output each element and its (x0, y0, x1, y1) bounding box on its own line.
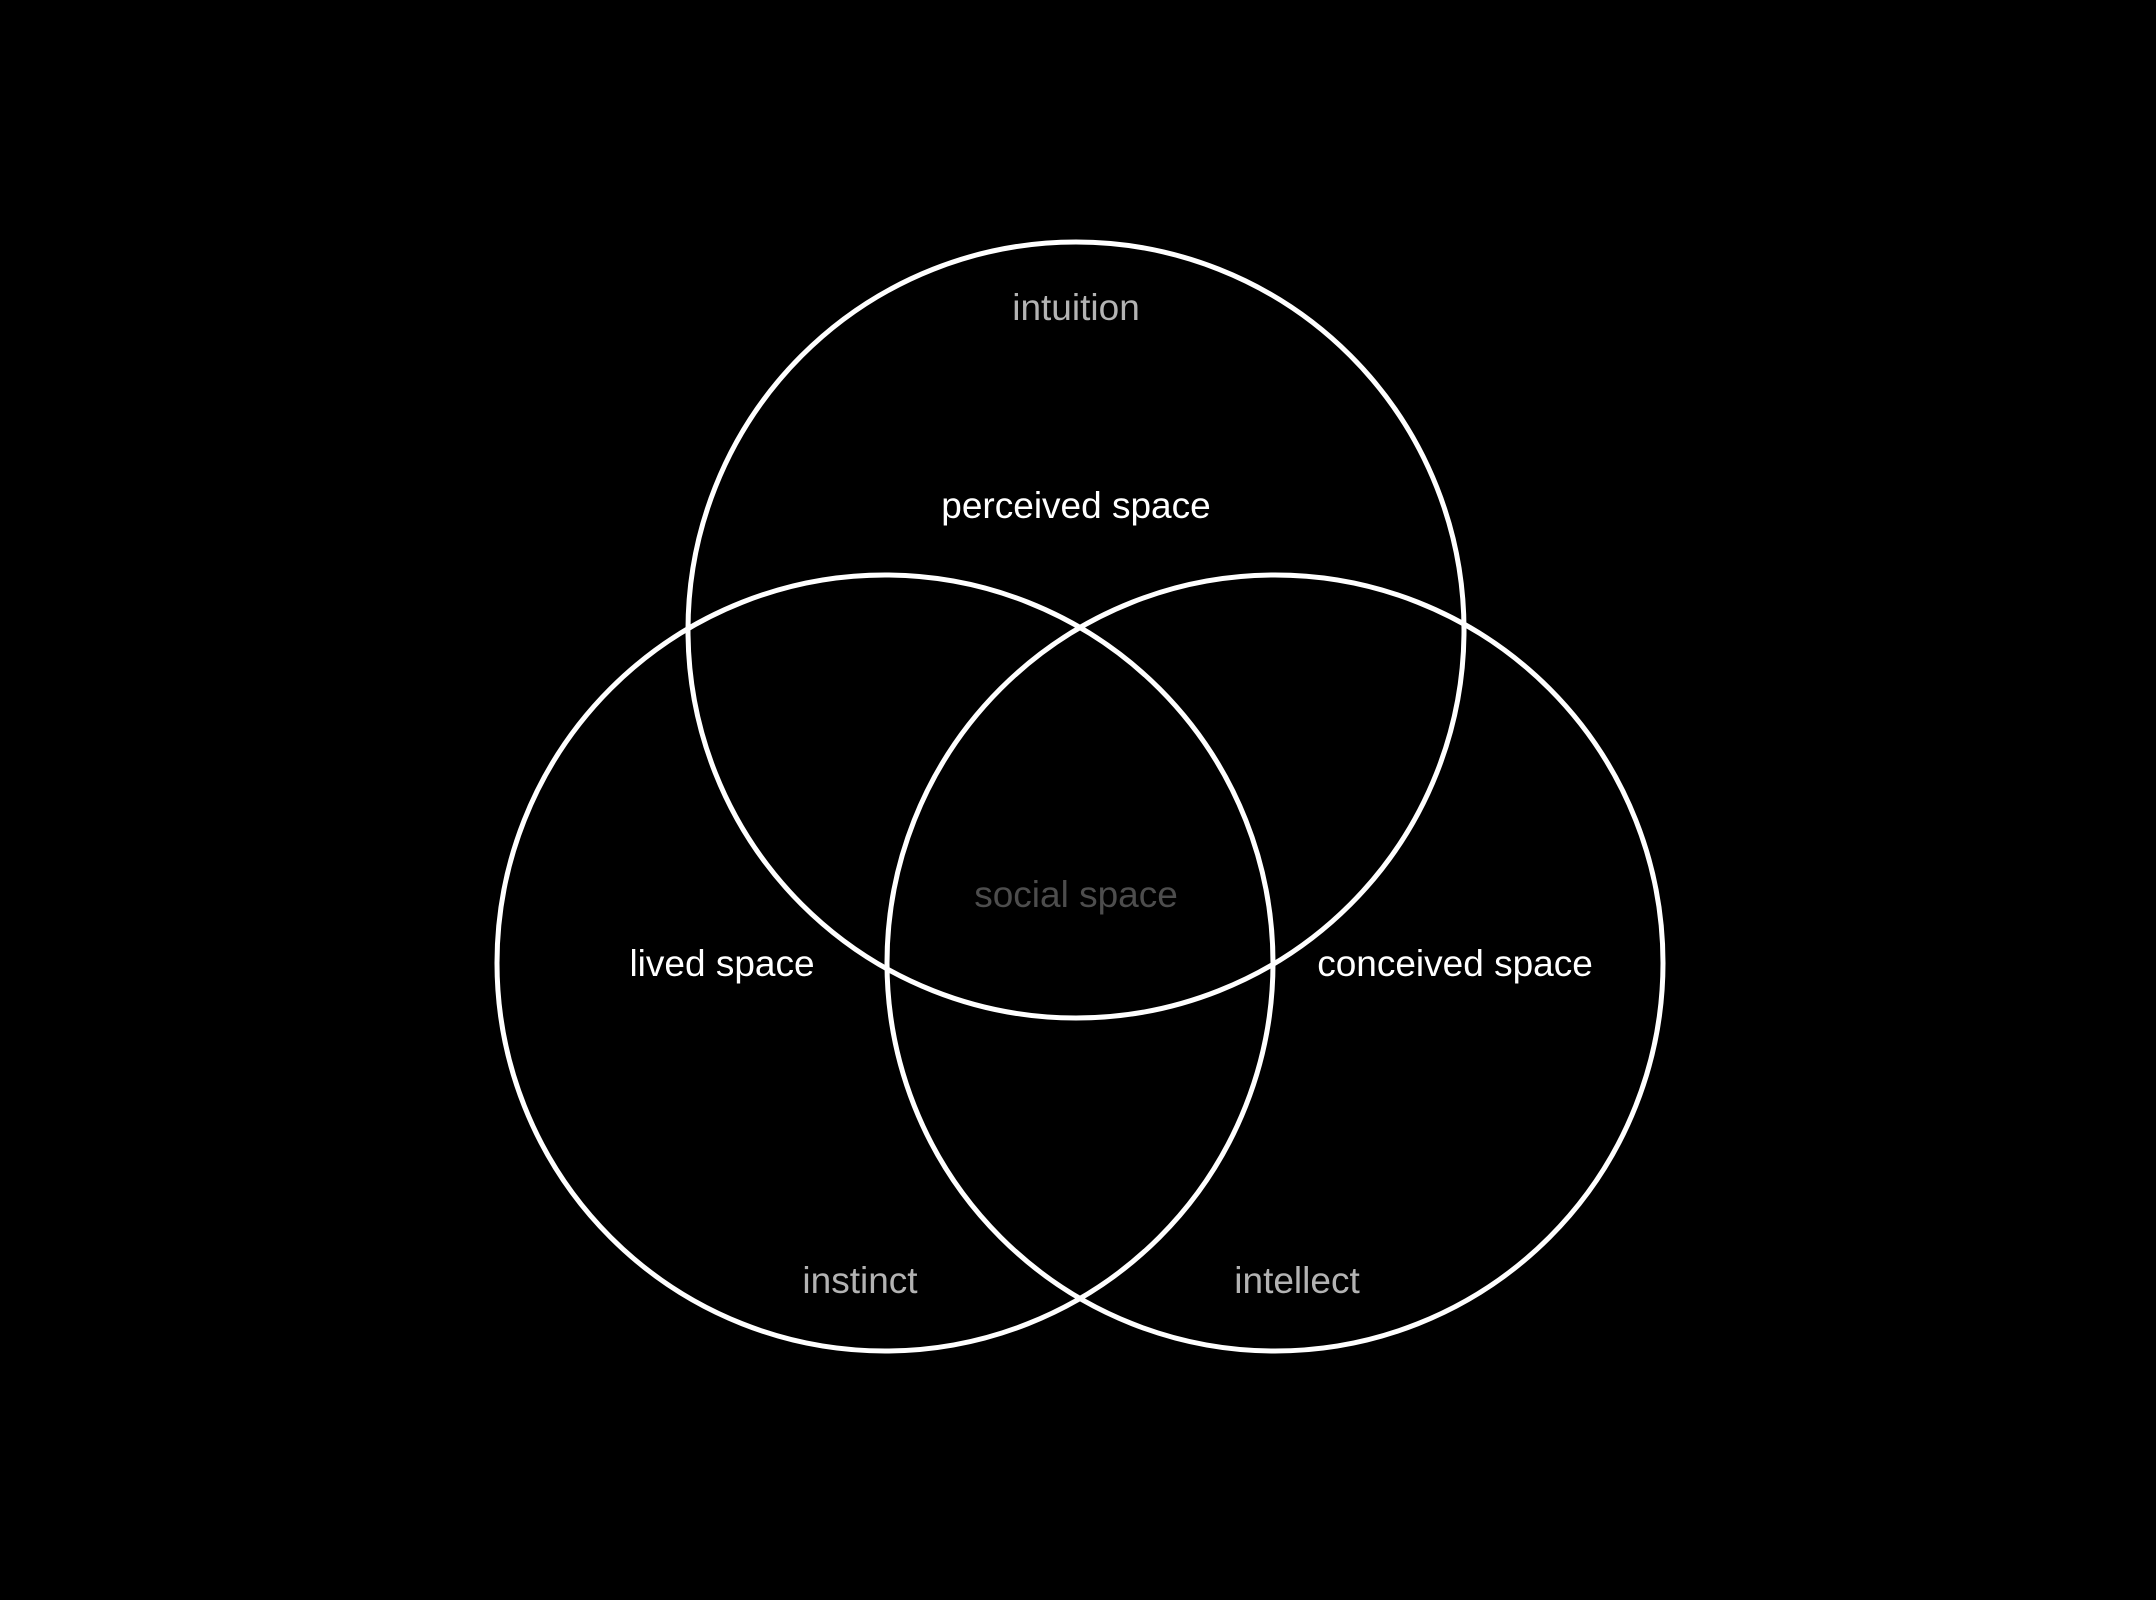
lived-space-label: lived space (629, 943, 814, 984)
social-space-label: social space (974, 874, 1178, 915)
intellect-label: intellect (1234, 1260, 1360, 1301)
conceived-space-circle (884, 572, 1666, 1354)
perceived-space-label: perceived space (941, 485, 1210, 526)
instinct-label: instinct (802, 1260, 918, 1301)
lived-space-circle (494, 572, 1276, 1354)
intuition-label: intuition (1012, 287, 1140, 328)
conceived-space-label: conceived space (1317, 943, 1593, 984)
